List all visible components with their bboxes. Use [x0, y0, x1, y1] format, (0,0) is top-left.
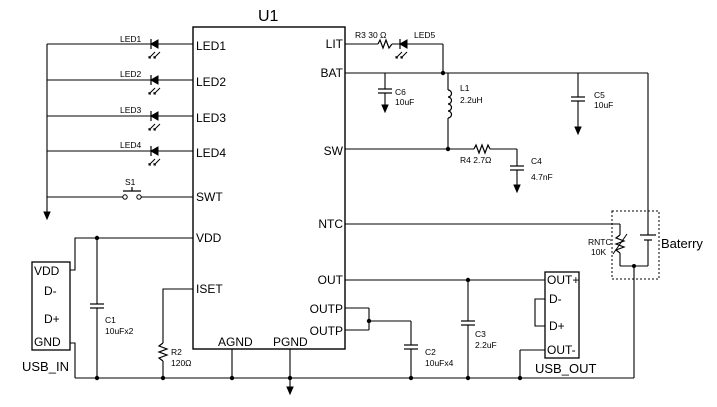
- rntc-name-label: RNTC: [588, 237, 612, 247]
- inductor-l1-symbol: [447, 89, 453, 119]
- bat-junction-dot: [440, 70, 446, 76]
- usb-out-pin-outminus: OUT-: [547, 343, 576, 357]
- pin-led4-label: LED4: [196, 146, 226, 160]
- pin-out-label: OUT: [318, 273, 344, 287]
- ground-junction-usb-out: [517, 375, 523, 381]
- pin-swt-label: SWT: [196, 190, 223, 204]
- led3-symbol: [148, 111, 161, 131]
- l1-name-label: L1: [460, 83, 470, 93]
- r2-name-label: R2: [171, 347, 182, 357]
- pin-led3-label: LED3: [196, 111, 226, 125]
- led1-label: LED1: [120, 34, 142, 44]
- usb-in-pin-dplus: D+: [44, 312, 60, 326]
- usb-in-connector: [31, 261, 71, 351]
- pin-pgnd-label: PGND: [273, 335, 308, 349]
- pin-sw-label: SW: [324, 144, 344, 158]
- rntc-thermal-arrow: [612, 233, 628, 255]
- usb-out-label: USB_OUT: [535, 361, 596, 376]
- r3-label: R3 30 Ω: [355, 30, 386, 40]
- ground-junction-c3: [465, 375, 471, 381]
- usb-out-pin-dplus: D+: [549, 319, 565, 333]
- c2-value-label: 10uFx4: [425, 358, 454, 368]
- c5-name-label: C5: [594, 90, 605, 100]
- resistor-r4-symbol: [473, 143, 491, 155]
- pin-ntc-label: NTC: [318, 217, 343, 231]
- pin-led1-label: LED1: [196, 39, 226, 53]
- pin-vdd-label: VDD: [196, 231, 222, 245]
- led4-label: LED4: [120, 140, 142, 150]
- r2-value-label: 120Ω: [171, 358, 192, 368]
- ground-junction-pgnd: [287, 375, 293, 381]
- led5-label: LED5: [414, 30, 436, 40]
- c4-name-label: C4: [531, 156, 542, 166]
- s1-label: S1: [125, 177, 136, 187]
- rntc-value-label: 10K: [591, 247, 606, 257]
- battery-label: Baterry: [661, 236, 703, 251]
- pin-lit-label: LIT: [326, 37, 344, 51]
- resistor-r2-symbol: [157, 342, 169, 362]
- ic-u1-body: [192, 26, 346, 350]
- usb-out-pin-outplus: OUT+: [547, 273, 579, 287]
- ground-junction-c1: [94, 375, 100, 381]
- pin-outp2-label: OUTP: [310, 324, 343, 338]
- usb-out-connector: [544, 271, 580, 359]
- pin-outp1-label: OUTP: [310, 302, 343, 316]
- led4-symbol: [148, 146, 161, 166]
- usb-in-pin-gnd: GND: [34, 335, 61, 349]
- led2-label: LED2: [120, 69, 142, 79]
- c5-value-label: 10uF: [594, 100, 613, 110]
- led-rail-ground-arrow: [43, 211, 51, 221]
- ic-u1-title: U1: [258, 8, 279, 25]
- ground-junction-agnd: [229, 375, 235, 381]
- l1-value-label: 2.2uH: [460, 95, 483, 105]
- usb-in-gnd-wire: [70, 342, 76, 378]
- c3-name-label: C3: [475, 329, 486, 339]
- battery-pack-box: [611, 210, 660, 280]
- usb-in-pin-vdd: VDD: [34, 264, 60, 278]
- c6-name-label: C6: [395, 87, 406, 97]
- c6-value-label: 10uF: [395, 97, 414, 107]
- led5-symbol: [395, 39, 408, 59]
- pin-led2-label: LED2: [196, 75, 226, 89]
- usb-out-data-short-wire: [534, 298, 545, 327]
- pin-bat-label: BAT: [321, 66, 344, 80]
- iset-wire: [162, 288, 193, 343]
- c3-value-label: 2.2uF: [475, 340, 497, 350]
- usb-in-label: USB_IN: [22, 359, 69, 374]
- c1-value-label: 10uFx2: [105, 326, 134, 336]
- r4-label: R4 2.7Ω: [460, 155, 491, 165]
- sw-junction-dot: [445, 146, 451, 152]
- usb-out-pin-dminus: D-: [549, 292, 562, 306]
- pin-agnd-label: AGND: [218, 335, 253, 349]
- led2-symbol: [148, 75, 161, 95]
- usb-in-pin-dminus: D-: [44, 284, 57, 298]
- c2-name-label: C2: [425, 347, 436, 357]
- c4-ground-arrow: [513, 184, 521, 194]
- pin-iset-label: ISET: [196, 282, 223, 296]
- resistor-r3-symbol: [377, 38, 393, 50]
- c4-value-label: 4.7nF: [531, 172, 553, 182]
- c5-ground-arrow: [574, 126, 582, 136]
- c6-ground-arrow: [381, 104, 389, 114]
- switch-s1-symbol: [122, 187, 142, 200]
- led1-symbol: [148, 39, 161, 59]
- ground-junction-c2: [408, 375, 414, 381]
- pgnd-ground-arrow: [286, 386, 294, 396]
- c1-name-label: C1: [105, 315, 116, 325]
- led3-label: LED3: [120, 105, 142, 115]
- usb-in-vdd-wire: [70, 237, 193, 271]
- ground-junction-r2: [160, 375, 166, 381]
